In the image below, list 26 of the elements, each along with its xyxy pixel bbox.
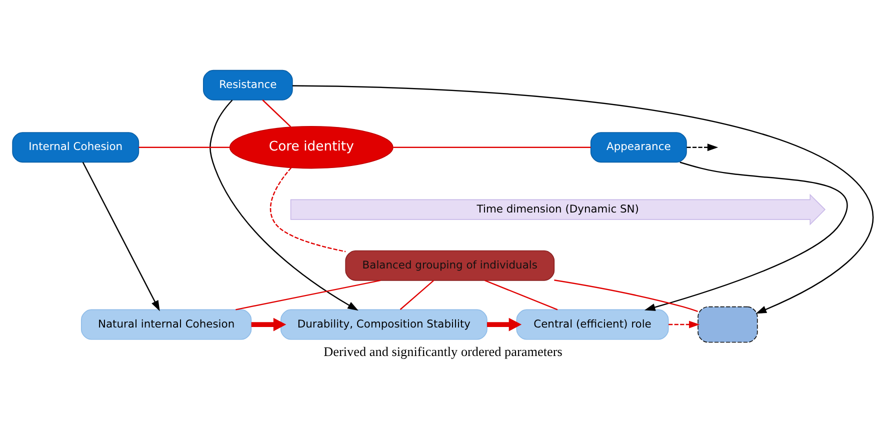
node-box [698,306,758,343]
arrow [487,318,522,332]
connector [393,146,591,148]
node-ellipse: Core identity [229,126,394,169]
arrow [82,162,160,312]
node-box: Durability, Composition Stability [280,309,488,340]
arrow [251,318,286,332]
node-box: Resistance [202,70,293,100]
connector [138,146,230,148]
node-box: Internal Cohesion [12,132,140,163]
node-box: Central (efficient) role [516,309,669,340]
arrow [644,162,848,311]
connector [400,280,434,310]
connector [236,280,381,310]
node-box: Appearance [590,132,687,163]
arrow [210,100,358,311]
arrow [668,320,700,328]
node-box: Natural internal Cohesion [80,309,252,340]
connector [484,280,558,310]
connector [554,280,698,312]
arrow [292,85,874,314]
caption: Derived and significantly ordered parameters [324,344,562,360]
arrow [686,144,718,152]
connector [270,167,346,252]
node-box: Balanced grouping of individuals [345,250,555,281]
connector [262,100,292,128]
